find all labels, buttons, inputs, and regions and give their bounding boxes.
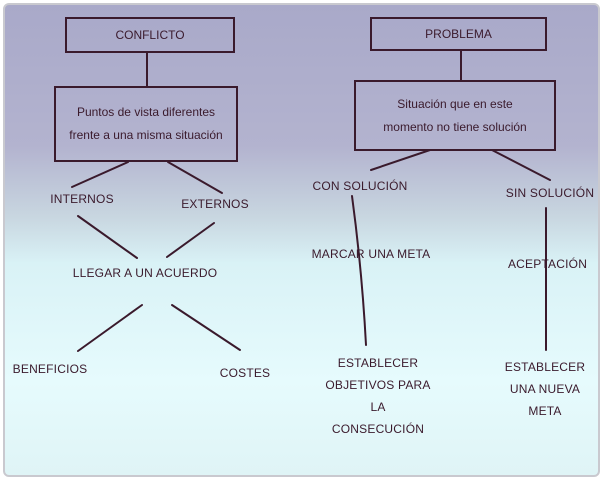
- conflicto-definition: Puntos de vista diferentes frente a una …: [69, 105, 223, 142]
- label-costes: COSTES: [219, 366, 271, 380]
- problema-title-box: PROBLEMA: [370, 17, 547, 51]
- label-llegar-acuerdo: LLEGAR A UN ACUERDO: [72, 266, 218, 280]
- label-establecer-nueva-meta: ESTABLECER UNA NUEVA META: [504, 360, 586, 418]
- line-acuerdo-to-costes: [171, 304, 241, 351]
- line-definition-to-externos: [167, 161, 223, 194]
- problema-definition-box: Situación que en este momento no tiene s…: [354, 80, 556, 151]
- line-definition-to-con-solucion: [370, 149, 431, 171]
- line-acuerdo-to-beneficios: [77, 304, 143, 352]
- line-externos-to-acuerdo: [166, 222, 215, 258]
- conflicto-definition-box: Puntos de vista diferentes frente a una …: [54, 86, 238, 162]
- problema-definition: Situación que en este momento no tiene s…: [383, 96, 527, 134]
- label-establecer-objetivos: ESTABLECER OBJETIVOS PARA LA CONSECUCIÓN: [325, 356, 431, 436]
- label-internos: INTERNOS: [50, 192, 114, 206]
- label-beneficios: BENEFICIOS: [12, 362, 88, 376]
- line-definition-to-sin-solucion: [491, 149, 551, 181]
- line-con-solucion-to-objetivos: [351, 195, 367, 346]
- label-marcar-meta: MARCAR UNA META: [311, 247, 431, 261]
- conflicto-title: CONFLICTO: [115, 27, 185, 42]
- problema-title: PROBLEMA: [425, 26, 492, 41]
- line-definition-to-internos: [71, 161, 129, 188]
- diagram-canvas: [3, 3, 600, 477]
- line-internos-to-acuerdo: [77, 215, 138, 259]
- label-externos: EXTERNOS: [181, 197, 249, 211]
- conflicto-title-box: CONFLICTO: [65, 17, 235, 53]
- label-aceptacion: ACEPTACIÓN: [507, 257, 588, 271]
- label-sin-solucion: SIN SOLUCIÓN: [505, 186, 595, 200]
- label-con-solucion: CON SOLUCIÓN: [312, 179, 408, 193]
